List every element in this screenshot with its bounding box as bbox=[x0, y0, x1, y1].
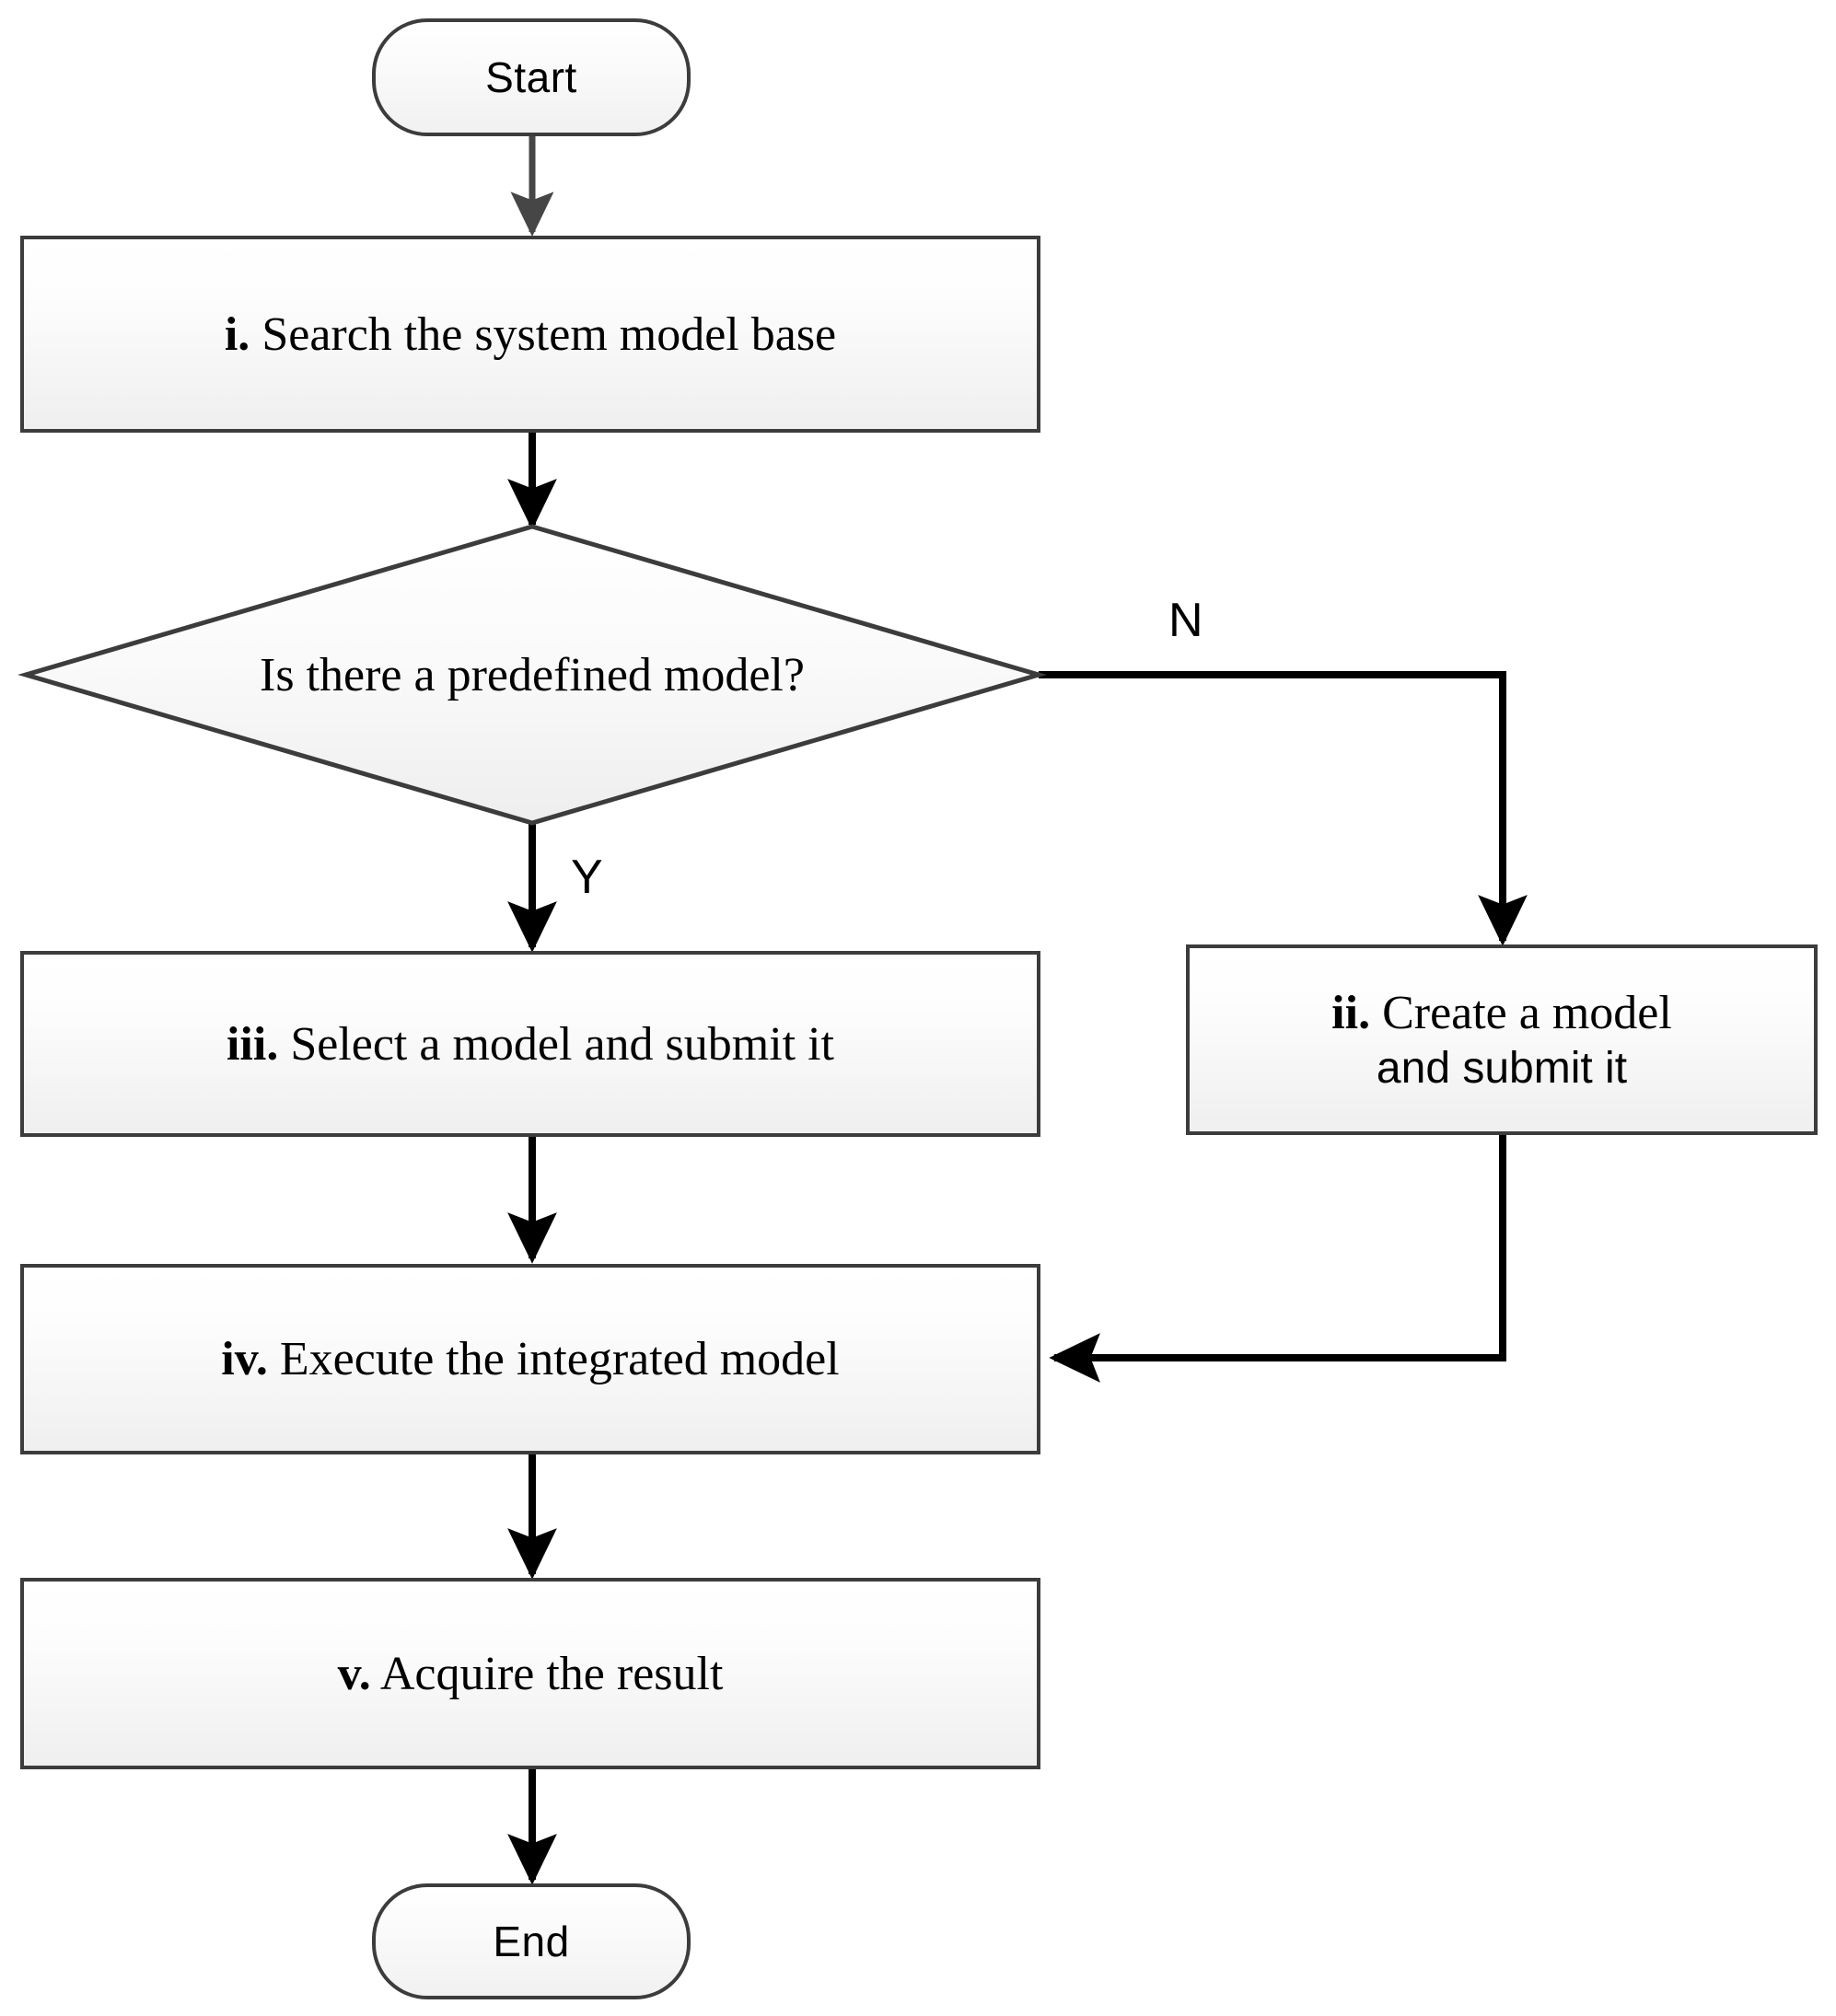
node-step-ii-number: ii. bbox=[1331, 986, 1371, 1039]
edge-label-yes: Y bbox=[571, 851, 603, 904]
node-start[interactable]: Start bbox=[372, 18, 691, 136]
node-end-label: End bbox=[493, 1918, 570, 1965]
edge-label-no: N bbox=[1168, 594, 1203, 647]
node-step-iii[interactable]: iii. Select a model and submit it bbox=[20, 951, 1040, 1137]
node-end[interactable]: End bbox=[372, 1883, 691, 1999]
node-step-iii-label: Select a model and submit it bbox=[290, 1017, 834, 1071]
node-start-label: Start bbox=[485, 53, 577, 101]
node-step-ii[interactable]: ii. Create a model and submit it bbox=[1186, 944, 1818, 1135]
node-step-ii-label: Create a model bbox=[1382, 986, 1672, 1039]
node-step-iii-number: iii. bbox=[226, 1017, 279, 1071]
node-step-v-label: Acquire the result bbox=[379, 1647, 724, 1700]
node-step-v[interactable]: v. Acquire the result bbox=[20, 1578, 1040, 1769]
edge-decision-no-to-step-ii bbox=[1039, 671, 1528, 946]
node-step-iv[interactable]: iv. Execute the integrated model bbox=[20, 1264, 1040, 1454]
node-step-v-number: v. bbox=[337, 1647, 371, 1700]
node-step-ii-label-line2: and submit it bbox=[1376, 1043, 1628, 1093]
edge-step-ii-to-step-iv bbox=[1049, 1135, 1506, 1383]
node-step-iv-number: iv. bbox=[221, 1333, 268, 1385]
node-step-i-number: i. bbox=[224, 307, 250, 361]
node-step-i[interactable]: i. Search the system model base bbox=[20, 236, 1040, 433]
node-decision[interactable]: Is there a predefined model? bbox=[26, 527, 1039, 823]
node-step-iv-label: Execute the integrated model bbox=[279, 1333, 840, 1385]
node-step-i-label: Search the system model base bbox=[261, 307, 837, 361]
node-decision-label: Is there a predefined model? bbox=[260, 648, 805, 701]
